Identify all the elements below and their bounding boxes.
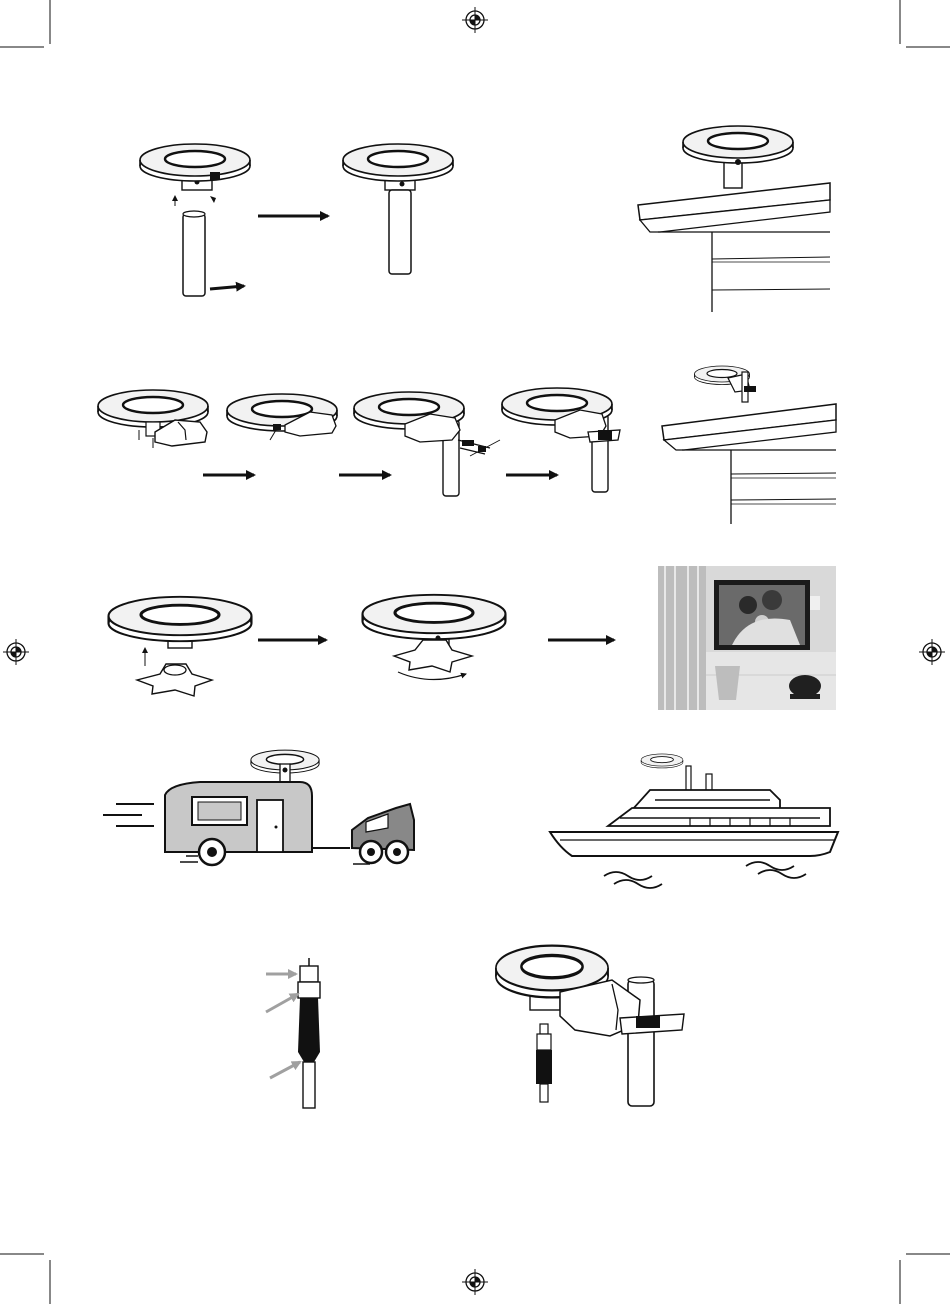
- step-bracket-mount-3: [354, 392, 500, 496]
- registration-mark-icon: [919, 639, 945, 665]
- caravan-illustration: [103, 750, 414, 865]
- registration-mark-icon: [462, 7, 488, 33]
- coax-connector-illustration: [266, 958, 320, 1108]
- step-bracket-mount-1: [98, 390, 208, 448]
- step-indoor-base-1: [109, 597, 252, 696]
- registration-mark-icon: [3, 639, 29, 665]
- step-indoor-base-2: [363, 595, 506, 680]
- arrow-right-icon: [210, 286, 244, 289]
- boat-illustration: [550, 754, 838, 888]
- step-pole-mount-3: [638, 126, 830, 312]
- indoor-tv-photo: [658, 566, 836, 710]
- step-bracket-mount-5: [662, 366, 836, 524]
- antenna-cable-connection: [496, 946, 684, 1106]
- step-bracket-mount-2: [227, 394, 337, 440]
- registration-mark-icon: [462, 1269, 488, 1295]
- step-pole-mount-2: [343, 144, 453, 274]
- step-pole-mount-1: [140, 144, 250, 296]
